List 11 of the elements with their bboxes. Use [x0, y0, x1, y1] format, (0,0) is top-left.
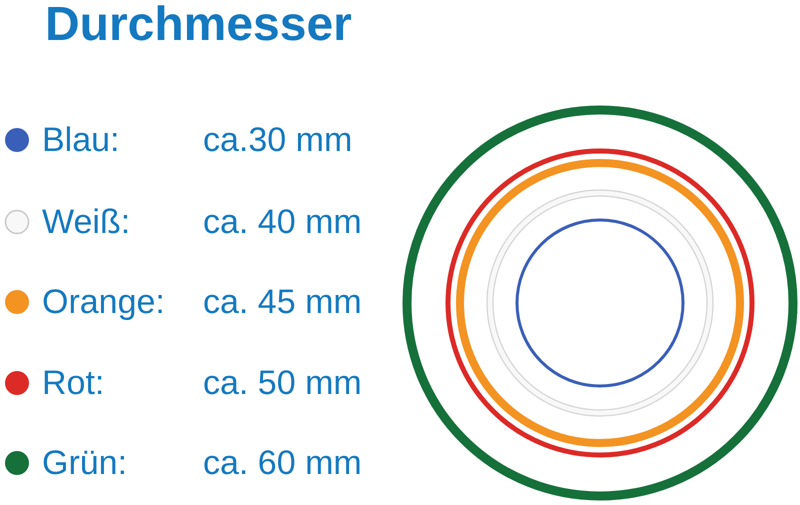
legend-label: Grün: — [42, 443, 128, 483]
diameter-label: ca. 60 mm — [203, 443, 362, 483]
diameter-label: ca. 40 mm — [203, 202, 362, 242]
legend-label: Rot: — [42, 363, 104, 403]
title: Durchmesser — [45, 1, 352, 49]
diameter-label: ca. 45 mm — [203, 282, 362, 322]
diameter-label: ca. 50 mm — [203, 363, 362, 403]
legend-label: Weiß: — [42, 202, 130, 242]
legend-label: Orange: — [42, 282, 165, 322]
legend-label: Blau: — [42, 120, 120, 160]
diameter-label: ca.30 mm — [203, 120, 352, 160]
